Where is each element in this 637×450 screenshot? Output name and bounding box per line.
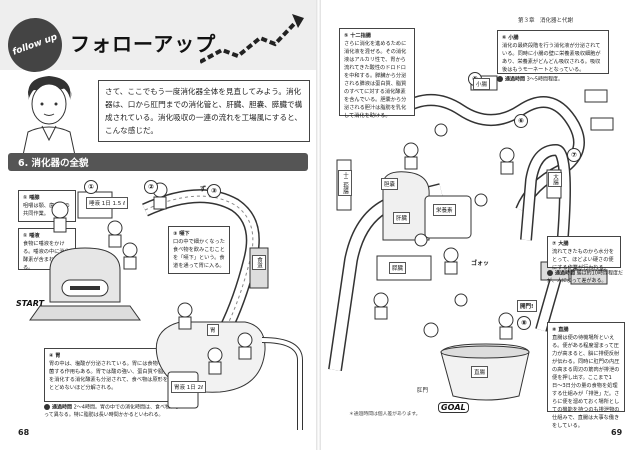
page-title: フォローアップ <box>70 32 217 56</box>
step-num-8: ⑧ <box>517 316 531 330</box>
box-duodenum-heading: ⑤ 十二指腸 <box>344 33 371 39</box>
box-saliva-heading: ① 唾液 <box>23 233 40 239</box>
page-number-left: 68 <box>18 428 30 437</box>
pancreas-sign: 膵臓 <box>389 262 407 274</box>
box-rectum-heading: ⑧ 直腸 <box>552 327 569 333</box>
book-gutter <box>316 0 321 450</box>
box-large-intestine: ⑦ 大腸 流れてきたものから水分をとって、ほどよい硬さの便にする作業が行われる。 <box>547 236 621 271</box>
saliva-tank-label: 唾液 1日 1.5 ℓ <box>86 197 129 209</box>
right-page: 第３章 消化器と代謝 ⑤ 十二指腸 さらに消化を進めるために消化液を混ぜる。その… <box>321 0 637 450</box>
footnote: ＊通過時間は個人差があります。 <box>349 412 421 417</box>
running-head: 第３章 消化器と代謝 <box>518 18 574 24</box>
box-rectum-text: 直腸は便の待機場所といえる。便がある程度溜まって圧力が高まると、脳に排便反射が伝… <box>552 335 620 429</box>
box-swallow-text: 口の中で細かくなった食べ物を飲みこむことを「嚥下」という。食道を通って胃に入る。 <box>173 239 225 269</box>
step-num-2: ② <box>144 180 158 194</box>
small-intestine-timer: 通過時間 3〜5時間程度。 <box>497 76 609 84</box>
large-intestine-sign: 大腸 <box>548 172 562 187</box>
duodenum-sign: 十二指腸 <box>338 170 352 196</box>
teacher-illustration-icon <box>21 76 77 160</box>
clock-icon <box>497 76 503 82</box>
step-num-7: ⑦ <box>567 148 581 162</box>
open-gate-bubble: 開門! <box>517 300 537 312</box>
sound-effect-right: ゴォッ <box>471 260 490 267</box>
box-large-intestine-heading: ⑦ 大腸 <box>552 241 569 247</box>
start-label: START <box>16 299 45 308</box>
box-swallow-heading: ③ 嚥下 <box>173 231 190 237</box>
left-page: follow up フォローアップ さて、ここでもう一度消化器全体を見直してみよ… <box>0 0 316 450</box>
section-band <box>8 153 308 171</box>
rectum-sign: 直腸 <box>471 366 489 378</box>
arrow-decoration-icon <box>200 14 304 64</box>
box-stomach: ④ 胃 胃の中は、塩酸が分泌されている。胃には食物を殺菌する作用もある。胃では酸… <box>44 348 174 402</box>
goal-label: GOAL <box>438 402 469 413</box>
large-intestine-timer: 通過時間 腸は約10時間程度だが、人によって差がある。 <box>547 270 623 285</box>
timer-label-3: 通過時間 <box>555 270 576 277</box>
clock-icon <box>547 270 553 276</box>
section-title: 6. 消化器の全貌 <box>18 158 89 169</box>
timer-label: 通過時間 <box>52 404 73 411</box>
sound-effect: ずっ <box>200 186 213 193</box>
step-num-1: ① <box>84 180 98 194</box>
box-duodenum-text: さらに消化を進めるために消化液を混ぜる。その消化液はアルカリ性で、胃から流れてき… <box>344 41 407 119</box>
box-stomach-heading: ④ 胃 <box>49 353 61 359</box>
box-chewing: ① 唾腺 咀嚼は顎、歯、舌の共同作業。 <box>18 190 76 222</box>
small-intestine-sign: 小腸 <box>473 78 491 90</box>
box-small-intestine-heading: ⑥ 小腸 <box>502 35 519 41</box>
box-small-intestine-text: 消化の最終段階を行う消化液が分泌されている。同時に小腸の壁に栄養素吸収細胞があり… <box>502 43 601 73</box>
stomach-timer: 通過時間 2～4時間。胃の中での消化時間は、食べ物によって異なる。特に脂肪は長い… <box>44 404 184 419</box>
box-large-intestine-text: 流れてきたものから水分をとって、ほどよい硬さの便にする作業が行われる。 <box>552 249 614 271</box>
nutrient-sign: 栄養素 <box>433 204 456 216</box>
box-duodenum: ⑤ 十二指腸 さらに消化を進めるために消化液を混ぜる。その消化液はアルカリ性で、… <box>339 28 415 119</box>
step-num-3: ③ <box>207 184 221 198</box>
gastric-tank-label: 胃液 1日 2ℓ <box>171 381 207 393</box>
box-stomach-text: 胃の中は、塩酸が分泌されている。胃には食物を殺菌する作用もある。胃では酸の強い、… <box>49 361 169 391</box>
timer-text: 2～4時間。胃の中での消化時間は、食べ物によって異なる。特に脂肪は長い時間かかる… <box>44 404 180 418</box>
timer-text-3: 腸は約10時間程度だが、人によって差がある。 <box>547 270 623 284</box>
box-chewing-text: 咀嚼は顎、歯、舌の共同作業。 <box>23 203 70 217</box>
esophagus-label: 食道 <box>252 255 266 270</box>
box-swallow: ③ 嚥下 口の中で細かくなった食べ物を飲みこむことを「嚥下」という。食道を通って… <box>168 226 230 274</box>
box-small-intestine: ⑥ 小腸 消化の最終段階を行う消化液が分泌されている。同時に小腸の壁に栄養素吸収… <box>497 30 609 74</box>
intro-text: さて、ここでもう一度消化器全体を見直してみよう。消化器は、口から肛門までの消化管… <box>98 80 310 142</box>
timer-text-2: 3〜5時間程度。 <box>526 76 563 83</box>
page-number-right: 69 <box>611 428 623 437</box>
clock-icon <box>44 404 50 410</box>
box-saliva-text: 食物に唾液をかける。唾液の中に消化酵素が含まれている。 <box>23 241 70 271</box>
anus-label: 肛門 <box>417 388 429 394</box>
factory-illustration-left <box>29 182 303 430</box>
gallbladder-sign: 胆嚢 <box>381 178 399 190</box>
timer-label-2: 通過時間 <box>505 76 526 83</box>
stomach-label: 胃 <box>207 324 219 336</box>
box-rectum: ⑧ 直腸 直腸は便の待機場所といえる。便がある程度溜まって圧力が高まると、脳に排… <box>547 322 625 429</box>
step-num-6: ⑥ <box>514 114 528 128</box>
box-chewing-heading: ① 唾腺 <box>23 195 40 201</box>
liver-sign: 肝臓 <box>393 212 411 224</box>
